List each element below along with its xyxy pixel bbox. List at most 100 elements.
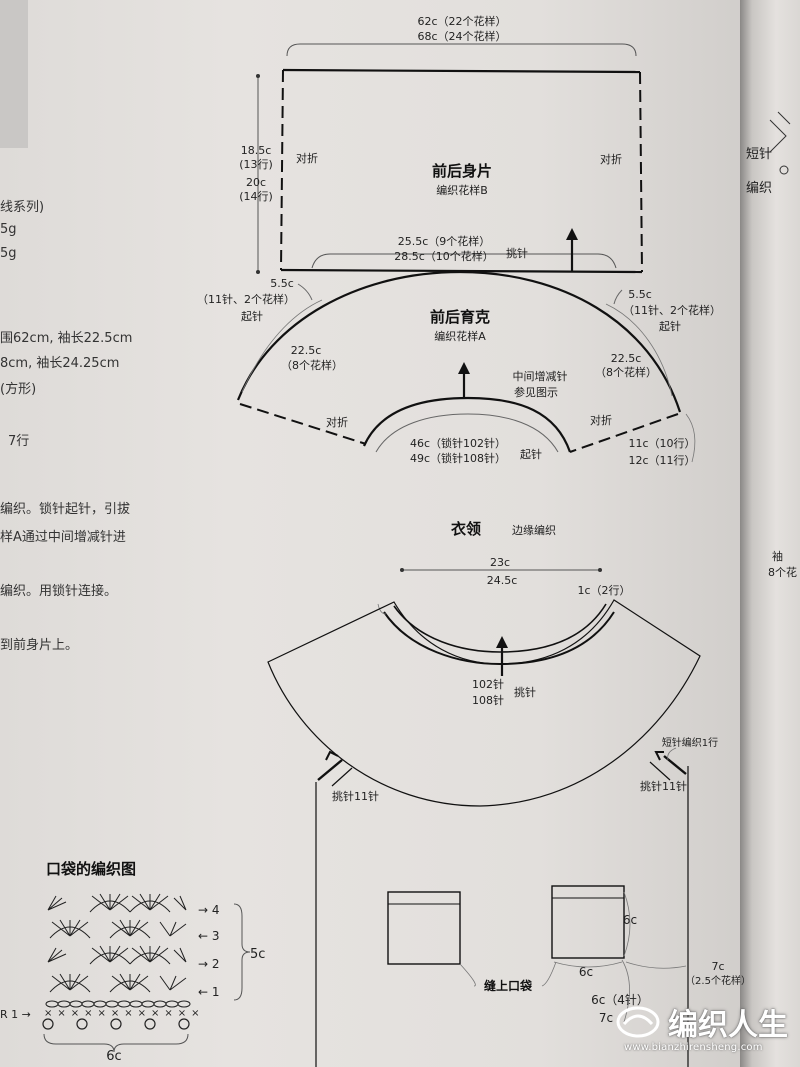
book-page xyxy=(0,0,770,1067)
left-text-4: 围62cm, 袖长22.5cm xyxy=(0,331,133,346)
pocket-width: 6c xyxy=(579,965,593,979)
inner-start: 起针 xyxy=(520,447,542,461)
next-page-edge xyxy=(740,0,800,1067)
left-text-10: 编织。用锁针连接。 xyxy=(0,584,118,599)
left-text-3: 5g xyxy=(0,246,17,261)
panel-left-fold xyxy=(280,69,284,271)
left-text-11: 到前身片上。 xyxy=(0,638,79,653)
middle-arrow-head xyxy=(458,362,470,374)
right-rows-1: 11c（10行） xyxy=(628,437,695,450)
foundation-chain: ×××××××××××× xyxy=(42,1000,205,1030)
middle-note-1: 中间增减针 xyxy=(513,369,568,383)
height-1-rows: (13行) xyxy=(239,158,273,171)
chart-start-label: R 1 → xyxy=(0,1008,31,1021)
collar-inner-band xyxy=(393,603,607,653)
pickup-label: 挑针 xyxy=(506,246,528,260)
right-label-2: 8个花 xyxy=(768,566,797,579)
collar-width-2: 24.5c xyxy=(487,574,518,587)
yoke-fold-left: 对折 xyxy=(326,415,348,429)
left-text-8: 编织。锁针起针，引拔 xyxy=(0,502,131,517)
top-width-1: 62c（22个花样） xyxy=(417,14,506,28)
watermark-text: 编织人生 xyxy=(668,1008,788,1043)
yoke-subtitle: 编织花样A xyxy=(434,329,486,343)
collar-count-2: 108针 xyxy=(472,693,504,707)
watermark-logo-icon xyxy=(616,1006,660,1038)
collar-title: 衣领 xyxy=(451,520,481,538)
top-width-2: 68c（24个花样） xyxy=(417,29,506,43)
row-marker-3: ← 3 xyxy=(198,929,220,943)
bottom-width-1: 25.5c（9个花样） xyxy=(398,234,491,248)
top-width-bracket xyxy=(286,43,637,57)
yoke-right-side: 5.5c xyxy=(628,288,652,301)
collar-count-1: 102针 xyxy=(472,677,504,691)
pocket-chart: 口袋的编织图 xyxy=(0,860,265,1064)
collar-outer-band xyxy=(383,611,615,666)
yoke-outer-arc xyxy=(236,270,682,413)
middle-note-2: 参见图示 xyxy=(514,385,558,399)
sew-pocket-label: 缝上口袋 xyxy=(484,978,533,993)
vertical-text-2: 编织 xyxy=(746,181,772,196)
pickup-11-label: 挑针11针 xyxy=(332,789,379,803)
right-rows-2: 12c（11行） xyxy=(628,454,695,467)
yoke-right-fold xyxy=(569,413,679,453)
chart-width: 6c xyxy=(106,1049,121,1064)
chart-height-bracket xyxy=(233,903,251,1001)
yoke-left-start: 起针 xyxy=(241,309,263,323)
collar-width-1: 23c xyxy=(490,556,510,569)
right-page-fragment: 短针 编织 袖 8个花 xyxy=(746,111,797,579)
panel-title: 前后身片 xyxy=(432,162,492,180)
yoke-right-arc-pattern: （8个花样） xyxy=(595,365,657,379)
row-marker-1: ← 1 xyxy=(198,985,220,999)
short-rows-label: 短针编织1行 xyxy=(662,736,718,749)
yoke-left-side: 5.5c xyxy=(270,277,294,290)
yoke-left-arc-pattern: （8个花样） xyxy=(281,358,343,372)
watermark: 编织人生 www.bianzhirensheng.com xyxy=(612,998,792,1060)
yoke-left-fold xyxy=(239,403,367,445)
pickup-arrow-head xyxy=(566,228,578,240)
side-dist-pattern: （2.5个花样） xyxy=(685,974,751,987)
yoke-fold-right: 对折 xyxy=(590,413,612,427)
chart-height: 5c xyxy=(250,947,265,962)
collar-arrow-head xyxy=(496,636,508,648)
bottom-width-bracket xyxy=(311,253,617,269)
pocket-right xyxy=(551,885,625,959)
stitch-symbols xyxy=(47,893,187,993)
pocket-left xyxy=(387,891,461,965)
bottom-dist-1: 6c（4针） xyxy=(591,992,649,1007)
left-text-1: 线系列) xyxy=(0,200,45,215)
yoke-left-arc: 22.5c xyxy=(291,344,322,357)
side-dist: 7c xyxy=(711,960,724,973)
collar-band: 1c（2行） xyxy=(577,584,630,597)
yoke-inner-arc xyxy=(362,396,572,453)
inner-width-1: 46c（锁针102针） xyxy=(410,436,506,450)
row-marker-2: → 2 xyxy=(198,957,220,971)
yoke-right-stitches: （11针、2个花样） xyxy=(623,303,721,317)
collar-section: 衣领 边缘编织 23c 24.5c 1c（2行） 102针 108针 挑针 xyxy=(377,520,631,707)
pocket-chart-title: 口袋的编织图 xyxy=(46,860,136,878)
yoke-right-arc: 22.5c xyxy=(611,352,642,365)
garment-section: 挑针11针 短针编织1行 挑针11针 6c 6c 缝上口袋 7c （2.5个花样… xyxy=(267,599,751,1067)
watermark-url: www.bianzhirensheng.com xyxy=(624,1042,763,1053)
panel-top-edge xyxy=(282,68,641,74)
panel-right-fold xyxy=(639,71,643,273)
left-text-7: 7行 xyxy=(8,434,30,449)
left-text-6: (方形) xyxy=(0,382,37,397)
vertical-text-1: 短针 xyxy=(746,147,772,162)
fold-label-right: 对折 xyxy=(600,152,622,166)
panel-subtitle: 编织花样B xyxy=(436,183,488,197)
collar-pickup: 挑针 xyxy=(514,685,536,699)
photo-fragment xyxy=(0,0,28,148)
right-label-1: 袖 xyxy=(772,549,783,563)
inner-bracket xyxy=(375,413,559,453)
body-panel: 62c（22个花样） 68c（24个花样） 18.5c (13行) 20c (1… xyxy=(239,14,643,274)
svg-text:××××××××××××: ×××××××××××× xyxy=(44,1008,205,1019)
garment-yoke xyxy=(267,599,701,807)
fold-label-left: 对折 xyxy=(296,151,318,165)
bottom-dist-2: 7c xyxy=(599,1011,613,1025)
left-text-2: 5g xyxy=(0,222,17,237)
inner-width-2: 49c（锁针108针） xyxy=(410,451,506,465)
right-pickup-arrow xyxy=(663,755,687,775)
pickup-11-right: 挑针11针 xyxy=(640,779,687,793)
height-1: 18.5c xyxy=(241,144,272,157)
